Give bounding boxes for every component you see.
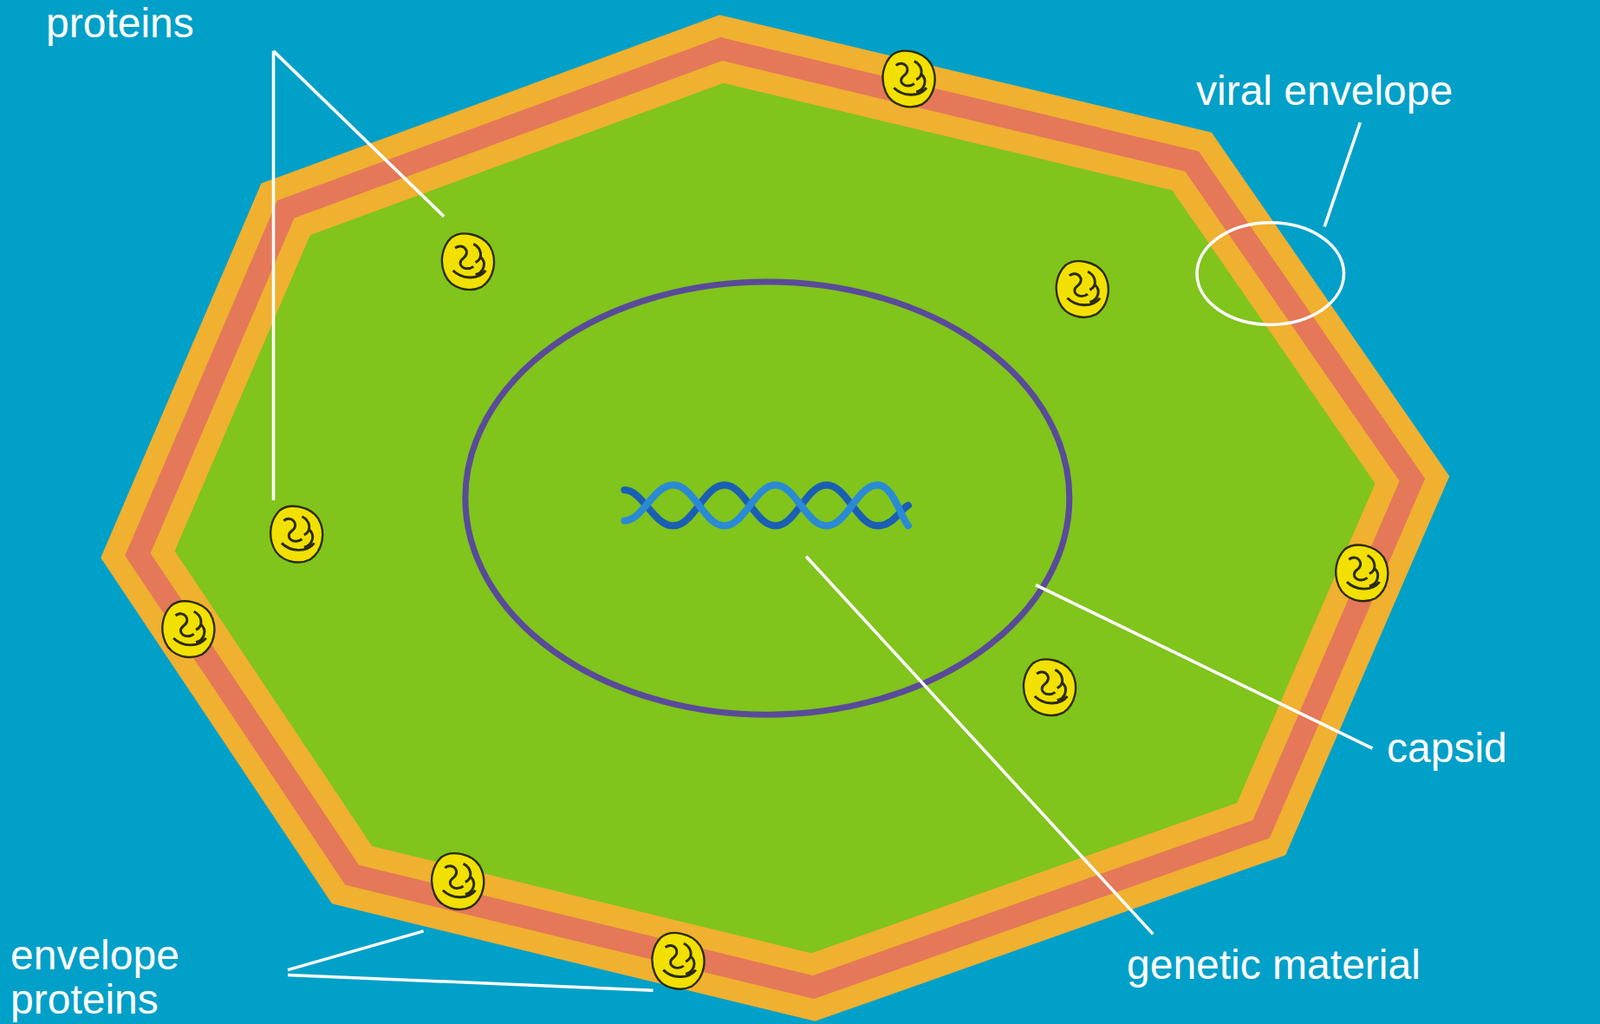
part-label: genetic material	[1126, 943, 1421, 987]
part-label: capsid	[1386, 726, 1508, 770]
protein-blobs	[162, 51, 1388, 989]
part-label: viral envelope	[1196, 69, 1453, 113]
leader-lines	[273, 51, 1373, 990]
capsid	[465, 281, 1070, 715]
part-label: envelope proteins	[10, 933, 236, 1022]
part-label: proteins	[45, 1, 195, 46]
envelope-inner-layer	[137, 49, 1412, 988]
dna-helix	[624, 484, 909, 526]
viral-envelope	[137, 49, 1412, 988]
